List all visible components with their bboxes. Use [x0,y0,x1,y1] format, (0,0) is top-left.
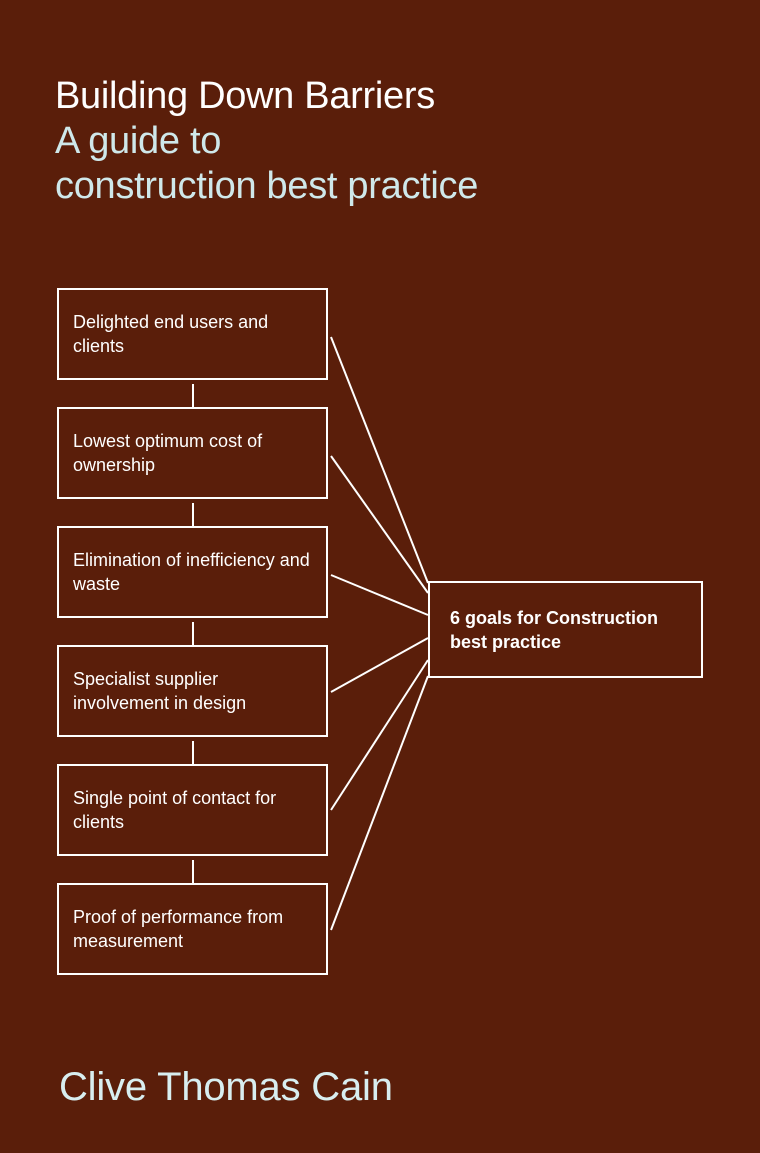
converge-line-5 [330,659,429,811]
book-subtitle-line-2: construction best practice [55,165,479,207]
goal-box-4: Specialist supplier involvement in desig… [57,645,328,737]
author-name: Clive Thomas Cain [59,1065,393,1109]
converge-line-4 [330,637,429,693]
goal-label-3: Elimination of inefficiency and waste [73,550,310,594]
goal-label-1: Delighted end users and clients [73,312,269,356]
book-title: Building Down Barriers [55,75,435,117]
goal-box-1: Delighted end users and clients [57,288,328,380]
title-block: Building Down Barriers A guide to constr… [55,74,735,209]
goal-box-6: Proof of performance from measurement [57,883,328,975]
goal-box-2: Lowest optimum cost of ownership [57,407,328,499]
goal-label-6: Proof of performance from measurement [73,907,284,951]
converge-line-3 [330,574,429,616]
goal-box-5: Single point of contact for clients [57,764,328,856]
converge-line-2 [330,455,429,594]
goal-label-5: Single point of contact for clients [73,788,277,832]
book-subtitle-line-1: A guide to [55,120,222,162]
converge-line-6 [330,675,429,931]
converge-line-1 [330,336,429,584]
goal-label-2: Lowest optimum cost of ownership [73,431,263,475]
goal-box-3: Elimination of inefficiency and waste [57,526,328,618]
goal-label-4: Specialist supplier involvement in desig… [73,669,247,713]
center-goal-label: 6 goals for Construction best practice [450,607,659,652]
center-goal-box: 6 goals for Construction best practice [428,581,703,678]
